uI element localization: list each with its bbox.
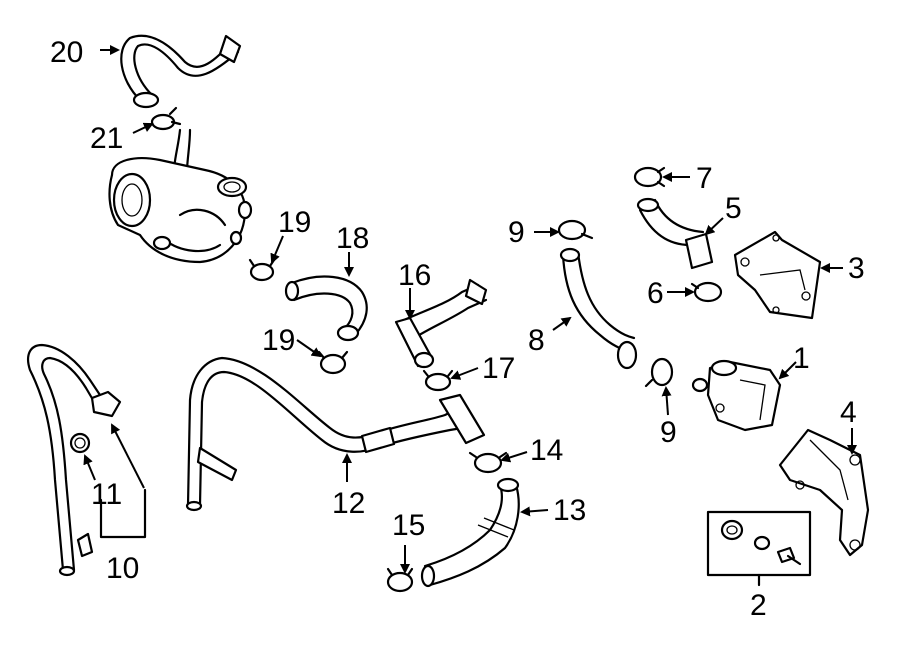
part-21-clamp [150, 106, 182, 131]
callout-9-upper: 9 [508, 216, 525, 249]
callout-18: 18 [336, 222, 369, 255]
callout-20: 20 [50, 36, 83, 69]
part-3-bracket [733, 230, 822, 320]
part-4-bracket [778, 428, 870, 557]
part-7-clamp [633, 166, 666, 188]
part-15-clamp [386, 567, 414, 593]
callout-17: 17 [482, 352, 515, 385]
part-9-clamp-upper [557, 219, 594, 241]
callout-arrows [83, 45, 857, 574]
callout-16: 16 [398, 259, 431, 292]
callout-4: 4 [840, 396, 857, 429]
part-9-clamp-lower [644, 357, 674, 388]
callout-labels: 20 21 19 18 16 19 17 14 13 12 15 11 10 9… [50, 36, 865, 622]
callout-7: 7 [696, 162, 713, 195]
part-17-clamp [422, 369, 454, 392]
callout-2: 2 [750, 589, 767, 622]
part-13-hose [420, 477, 520, 588]
bracket-lines-10 [99, 488, 147, 539]
part-18-hose [284, 275, 368, 342]
part-20-hose [120, 34, 242, 109]
callout-21: 21 [90, 122, 123, 155]
callout-5: 5 [725, 192, 742, 225]
part-8-hose [559, 247, 638, 370]
part-2-hardware-kit [706, 510, 812, 577]
callout-1: 1 [793, 342, 810, 375]
callout-14: 14 [530, 434, 563, 467]
part-12-pipe [185, 356, 486, 512]
part-14-clamp [468, 451, 508, 474]
callout-9-lower: 9 [660, 416, 677, 449]
callout-6: 6 [647, 277, 664, 310]
part-5-hose [636, 197, 714, 270]
thermostat-housing [108, 128, 253, 264]
callout-15: 15 [392, 509, 425, 542]
part-19-clamp-lower [317, 350, 349, 375]
part-11-o-ring [69, 432, 91, 454]
callout-10: 10 [106, 552, 139, 585]
callout-19-upper: 19 [278, 206, 311, 239]
callout-19-lower: 19 [262, 324, 295, 357]
callout-8: 8 [528, 324, 545, 357]
callout-12: 12 [332, 487, 365, 520]
callout-3: 3 [848, 252, 865, 285]
part-6-clamp [690, 281, 723, 303]
callout-11: 11 [91, 478, 122, 511]
part-19-clamp-upper [248, 258, 276, 282]
callout-13: 13 [553, 494, 586, 527]
part-10-pipe [26, 343, 122, 577]
part-16-hose [394, 278, 488, 369]
part-1-water-pump [691, 359, 782, 432]
